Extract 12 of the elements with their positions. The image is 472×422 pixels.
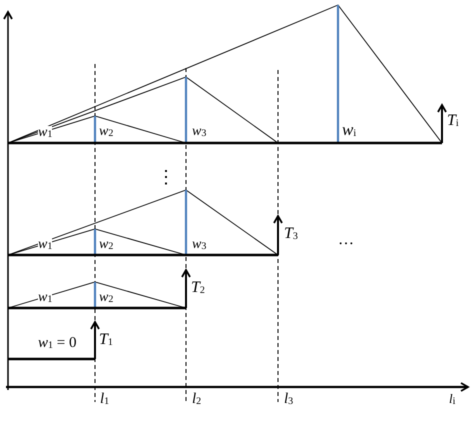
math-label: w$_{1}$ = 0 (38, 336, 76, 351)
math-label: l$_{1}$ (100, 392, 110, 407)
math-label: l$_{3}$ (284, 392, 294, 407)
math-label: w$_{1}$ (38, 291, 52, 305)
math-label: w$_{1}$ (38, 238, 52, 252)
math-label: w$_{1}$ (38, 126, 52, 140)
math-label: T$_{i}$ (447, 113, 459, 129)
math-label: l$_{2}$ (192, 392, 202, 407)
math-label: T$_{2}$ (191, 280, 205, 296)
math-label: T$_{3}$ (284, 226, 298, 242)
math-label: T$_{1}$ (99, 332, 113, 348)
math-label: l$_{i}$ (449, 392, 456, 407)
